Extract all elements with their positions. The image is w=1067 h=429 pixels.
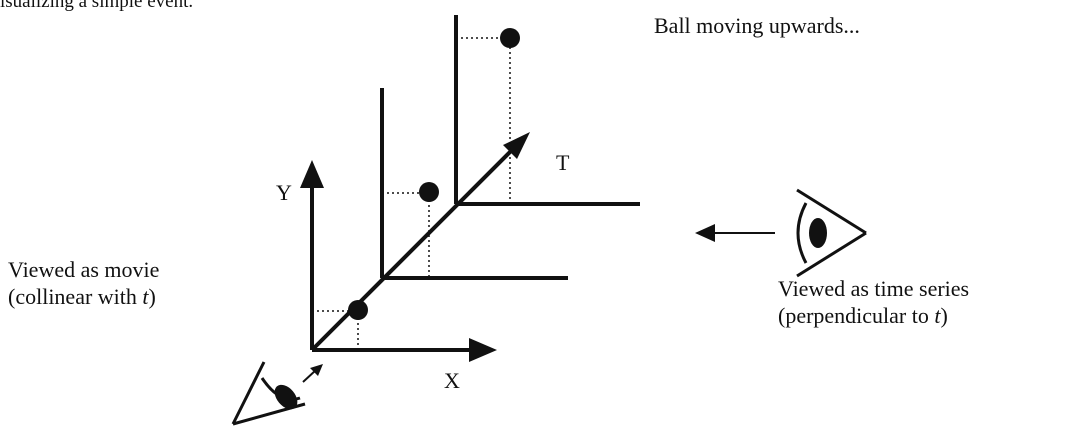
t-axis-arrowhead [503,132,530,159]
caption: isualizing a simple event. [0,0,194,12]
movie-line-2: (collinear with t) [8,284,156,309]
y-axis-arrowhead [300,160,324,188]
x-axis-arrowhead [469,338,497,362]
arrow-left-head [695,224,715,242]
x-axis-label: X [444,368,460,393]
t-axis [310,148,514,352]
y-axis-label: Y [276,180,292,205]
movie-line-1: Viewed as movie [8,257,160,282]
series-line-1: Viewed as time series [778,276,970,301]
viewed-as-series-label: Viewed as time series (perpendicular to … [778,275,969,329]
ball-frame-2 [500,28,520,48]
viewed-as-movie-label: Viewed as movie (collinear with t) [8,256,159,310]
ball-frame-1 [419,182,439,202]
t-axis-label: T [556,150,570,175]
ball-moving-label: Ball moving upwards... [654,13,860,38]
eye-icon-series [796,188,867,278]
series-line-2: (perpendicular to t) [778,303,948,328]
ball-frame-0 [348,300,368,320]
eye-icon-movie [231,361,323,426]
